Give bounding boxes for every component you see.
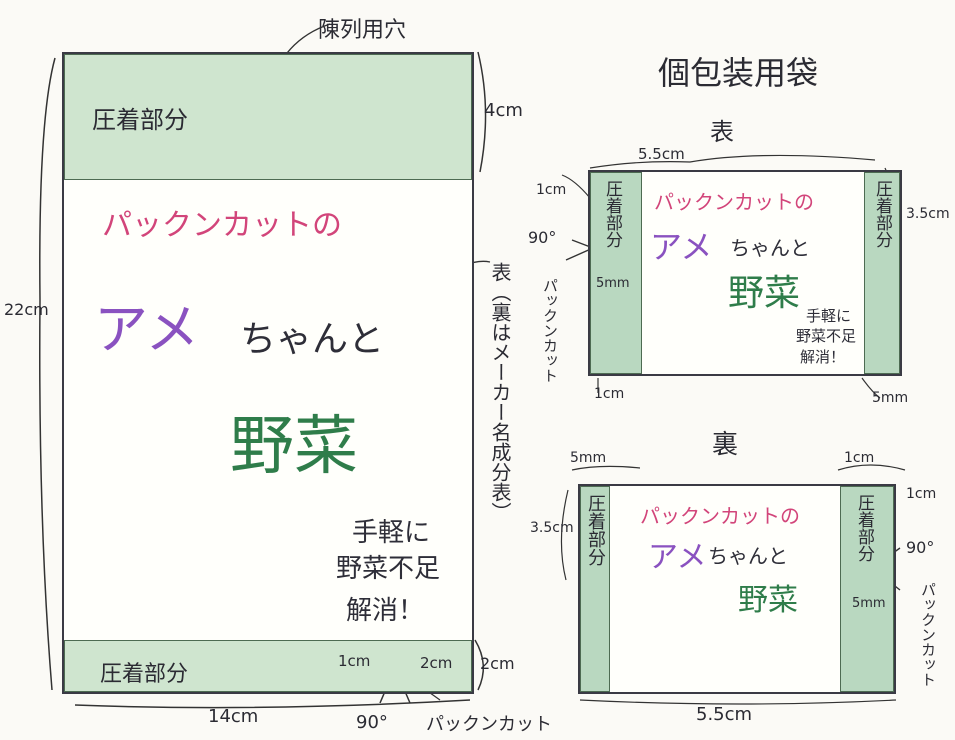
back-right-top-dim: 1cm bbox=[844, 450, 875, 466]
front-slogan-line1: 手軽に bbox=[806, 307, 852, 325]
front-angle: 90° bbox=[528, 228, 557, 247]
height-bracket bbox=[39, 57, 56, 691]
front-cut-offset: 5mm bbox=[596, 276, 630, 291]
back-width-dim: 5.5cm bbox=[696, 704, 753, 725]
main-slogan-line3: 解消！ bbox=[346, 596, 425, 626]
front-slogan-line2: 野菜不足 bbox=[796, 327, 857, 345]
back-cut-label: パックンカット bbox=[919, 582, 937, 687]
back-left-top-dim: 5mm bbox=[570, 450, 607, 466]
front-label: 表 bbox=[710, 118, 734, 146]
front-left-seal bbox=[590, 172, 642, 374]
back-title-chan: ちゃんと bbox=[708, 544, 788, 568]
front-right-seal bbox=[864, 172, 900, 374]
back-angle: 90° bbox=[906, 538, 935, 557]
top-seal-bracket bbox=[477, 51, 487, 173]
main-title-line1: パックンカットの bbox=[102, 208, 342, 243]
front-cut-label: パックンカット bbox=[541, 278, 559, 383]
width-bracket bbox=[74, 699, 471, 709]
back-title-line1: パックンカットの bbox=[640, 504, 800, 528]
height-dim: 22cm bbox=[4, 300, 49, 319]
main-slogan-line1: 手軽に bbox=[352, 518, 431, 548]
cut-offset-1: 1cm bbox=[338, 652, 371, 670]
back-right-seal-label: 圧着部分 bbox=[854, 494, 874, 562]
top-seal-label: 圧着部分 bbox=[92, 106, 188, 134]
main-bag bbox=[62, 52, 474, 694]
main-title-chan: ちゃんと bbox=[240, 319, 385, 360]
front-right-seal-label: 圧着部分 bbox=[872, 180, 892, 248]
front-width-dim: 5.5cm bbox=[638, 145, 685, 163]
main-slogan-line2: 野菜不足 bbox=[336, 554, 441, 584]
bottom-seal-dim: 2cm bbox=[480, 654, 515, 673]
front-slogan-line3: 解消！ bbox=[800, 348, 846, 366]
front-title-chan: ちゃんと bbox=[730, 236, 810, 260]
front-left-seal-label: 圧着部分 bbox=[602, 180, 622, 248]
main-cut-label: パックンカット bbox=[426, 714, 552, 735]
front-left-dim-top: 1cm bbox=[536, 182, 567, 198]
main-title-yasai: 野菜 bbox=[230, 410, 358, 484]
top-seal-dim: 4cm bbox=[484, 100, 523, 121]
back-left-seal-label: 圧着部分 bbox=[585, 494, 606, 566]
back-left-seal bbox=[580, 486, 610, 692]
tear-hole-label: 陳列用穴 bbox=[318, 18, 407, 43]
bottom-seal bbox=[64, 640, 472, 692]
front-bottom-left-dim: 1cm bbox=[594, 386, 625, 402]
back-bag bbox=[578, 484, 896, 694]
back-title-ame: アメ bbox=[648, 540, 707, 575]
main-title-ame: アメ bbox=[94, 298, 200, 361]
bottom-seal-bracket bbox=[474, 639, 484, 691]
back-label: 裏 bbox=[712, 430, 739, 460]
front-bottom-right-dim: 5mm bbox=[872, 390, 909, 406]
front-title-yasai: 野菜 bbox=[728, 273, 801, 314]
front-right-dim: 3.5cm bbox=[906, 206, 950, 222]
top-seal bbox=[64, 54, 472, 180]
main-angle: 90° bbox=[356, 712, 388, 733]
cut-offset-2: 2cm bbox=[420, 654, 453, 672]
bottom-seal-label: 圧着部分 bbox=[100, 662, 189, 687]
back-right-side-dim: 1cm bbox=[906, 486, 937, 502]
individual-title: 個包装用袋 bbox=[658, 54, 819, 92]
back-cut-offset: 5mm bbox=[852, 596, 886, 611]
back-title-yasai: 野菜 bbox=[738, 583, 798, 618]
main-side-note: 表（裏はメーカー名成分表） bbox=[488, 262, 512, 522]
front-title-line1: パックンカットの bbox=[654, 190, 814, 214]
front-bag bbox=[588, 170, 902, 376]
width-dim: 14cm bbox=[208, 706, 259, 727]
front-title-ame: アメ bbox=[650, 228, 713, 266]
back-height-dim: 3.5cm bbox=[530, 520, 574, 536]
back-right-seal bbox=[840, 486, 894, 692]
